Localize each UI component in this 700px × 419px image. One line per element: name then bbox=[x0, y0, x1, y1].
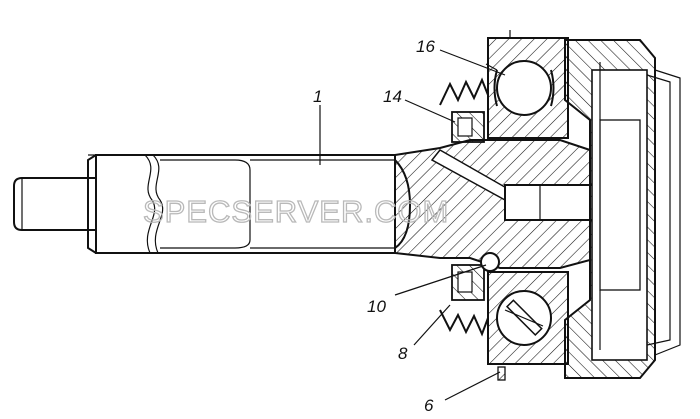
housing bbox=[564, 39, 681, 379]
seal-ring-top bbox=[439, 77, 489, 143]
callout-8: 8 bbox=[398, 344, 408, 363]
callout-16: 16 bbox=[416, 37, 435, 56]
bearing-bottom bbox=[487, 271, 569, 365]
seal-ring-bottom bbox=[439, 264, 489, 337]
callout-1: 1 bbox=[313, 87, 322, 106]
watermark: SPECSERVER.COM bbox=[143, 194, 449, 229]
callout-6: 6 bbox=[424, 396, 434, 415]
plug bbox=[497, 366, 506, 381]
ball bbox=[480, 252, 500, 272]
leader-lines bbox=[319, 49, 506, 401]
callout-10: 10 bbox=[367, 297, 386, 316]
bearing-top bbox=[485, 30, 569, 139]
callout-14: 14 bbox=[383, 87, 402, 106]
